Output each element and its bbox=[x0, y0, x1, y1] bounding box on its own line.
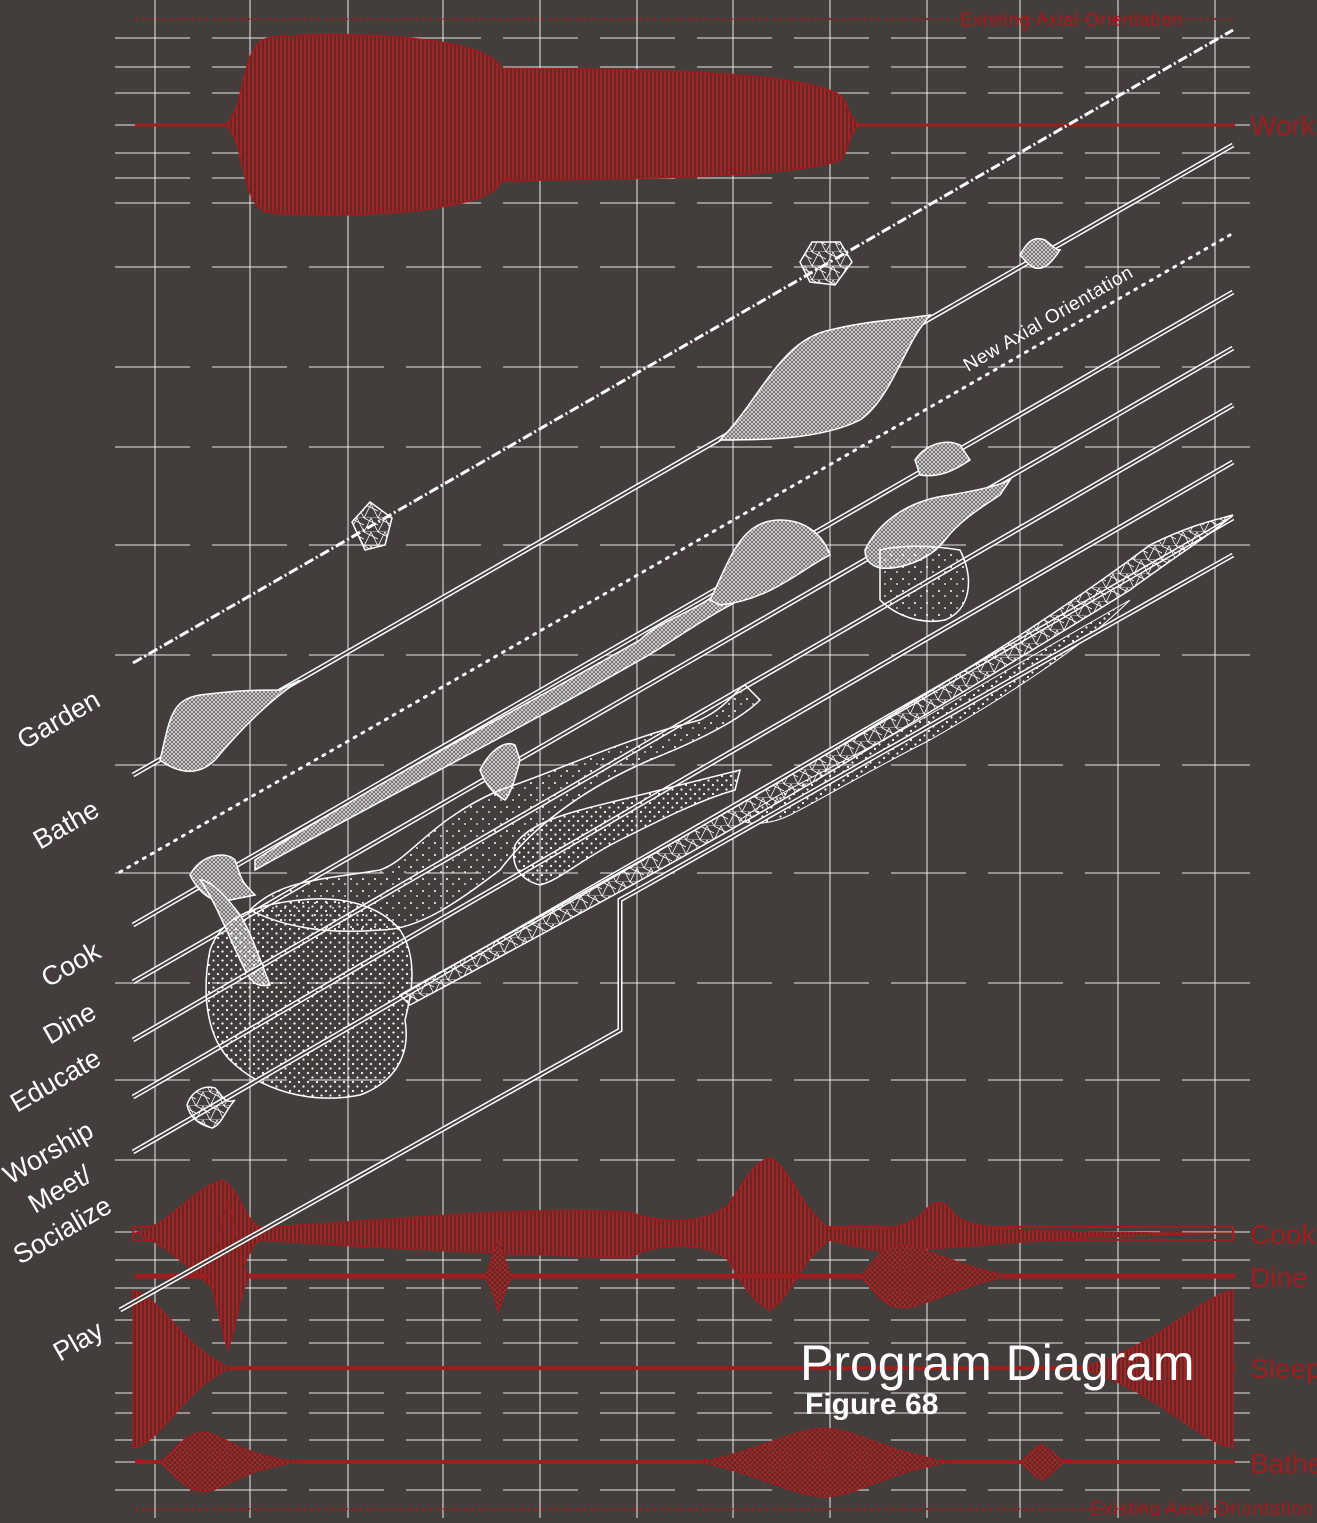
bathe-existing-shape-3 bbox=[1019, 1444, 1066, 1481]
existing-label-bathe: Bathe bbox=[1250, 1448, 1317, 1479]
new-axial-label: New Axial Orientation bbox=[960, 262, 1137, 376]
garden-shape-1 bbox=[351, 500, 393, 551]
garden-axis bbox=[132, 28, 1234, 665]
new-label-educate: Educate bbox=[5, 1043, 106, 1119]
new-label-garden: Garden bbox=[12, 684, 105, 755]
bathe-existing-shape-1 bbox=[159, 1431, 301, 1493]
existing-label-work: Work bbox=[1250, 110, 1316, 141]
figure-number: Figure 68 bbox=[805, 1388, 938, 1421]
dine-existing-shape bbox=[484, 1238, 513, 1314]
worship-shape-1 bbox=[205, 898, 413, 1099]
sleep-existing-shape-right bbox=[1077, 1289, 1234, 1449]
cook-existing-shape bbox=[132, 1157, 1236, 1311]
existing-axial-label-top: Existing Axial Orientation bbox=[960, 10, 1183, 31]
garden-shape-2 bbox=[799, 241, 853, 286]
bathe-shape-3 bbox=[1019, 237, 1062, 270]
existing-label-dine: Dine bbox=[1250, 1262, 1308, 1293]
worship-shape-2 bbox=[513, 768, 742, 886]
meet-shape-1 bbox=[186, 1086, 236, 1129]
existing-program-layer bbox=[132, 18, 1236, 1510]
new-program-layer bbox=[118, 28, 1235, 1313]
background-grid bbox=[115, 0, 1250, 1518]
new-label-bathe: Bathe bbox=[28, 794, 104, 855]
dine-existing-shape-3 bbox=[207, 1198, 251, 1352]
new-label-cook: Cook bbox=[36, 935, 106, 993]
new-label-play: Play bbox=[48, 1315, 109, 1367]
page-title: Program Diagram bbox=[800, 1335, 1195, 1391]
existing-label-sleep: Sleep bbox=[1250, 1353, 1317, 1384]
new-axial-line bbox=[118, 233, 1232, 874]
sleep-existing-shape-left bbox=[132, 1289, 232, 1449]
cook-shape-3 bbox=[914, 441, 972, 477]
dine-existing-shape-2 bbox=[859, 1244, 1011, 1309]
bathe-shape-2 bbox=[718, 313, 932, 441]
bathe-shape-1 bbox=[159, 679, 301, 772]
educate-shape-2 bbox=[879, 545, 970, 622]
existing-axial-label-bottom: Existing Axial Orientation bbox=[1090, 1499, 1313, 1518]
bathe-existing-shape-2 bbox=[699, 1427, 951, 1498]
new-label-dine: Dine bbox=[38, 996, 101, 1050]
dine-shape-3 bbox=[708, 519, 831, 606]
educate-shape-1 bbox=[248, 684, 762, 933]
existing-label-cook: Cook bbox=[1250, 1219, 1316, 1250]
work-program-shape bbox=[223, 33, 862, 216]
